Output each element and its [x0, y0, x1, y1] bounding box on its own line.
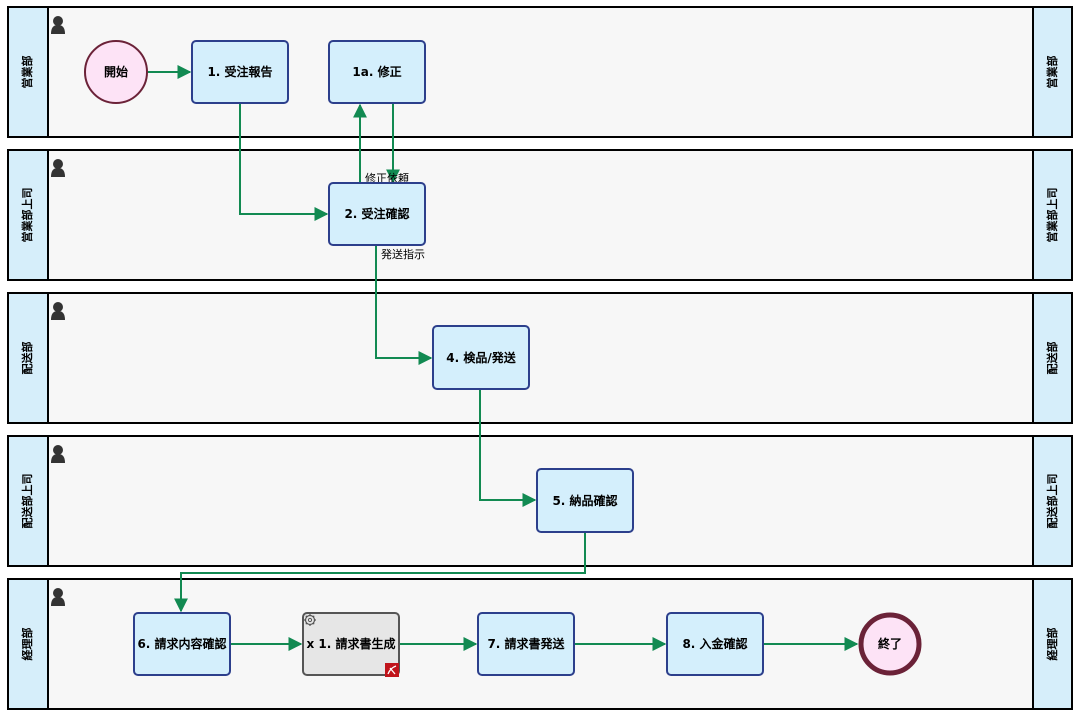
task-1-order-report[interactable]: [191, 40, 289, 104]
person-icon: [51, 588, 65, 606]
task-1-label: 1. 受注報告: [207, 64, 272, 79]
task-2-order-confirm[interactable]: [328, 182, 426, 246]
task-4-inspect-ship[interactable]: [432, 325, 530, 390]
task-5-label: 5. 納品確認: [552, 493, 617, 508]
lane-label-left: 配送部: [20, 342, 34, 375]
lane-eigyo-boss: 営業部上司 営業部上司: [7, 149, 1073, 281]
service-task-x1-label: x 1. 請求書生成: [306, 636, 395, 651]
task-6-label: 6. 請求内容確認: [137, 636, 226, 651]
person-icon: [51, 16, 65, 34]
task-2-label: 2. 受注確認: [344, 206, 409, 221]
person-icon: [51, 159, 65, 177]
lane-label-left: 配送部上司: [20, 474, 34, 529]
lane-header-right: [1032, 578, 1073, 710]
task-1a-label: 1a. 修正: [352, 64, 401, 79]
lane-label-right: 配送部上司: [1045, 474, 1059, 529]
gear-icon: [304, 614, 316, 626]
flow-task1-to-task2: [239, 104, 329, 221]
flow-task2-to-task4: [375, 246, 433, 365]
flow-task4-to-task5: [479, 390, 537, 507]
edge-label-revision: 修正依頼: [365, 171, 409, 185]
task-7-invoice-send[interactable]: [477, 612, 575, 676]
person-icon: [51, 445, 65, 463]
task-7-label: 7. 請求書発送: [487, 636, 565, 651]
end-event-label: 終了: [878, 636, 902, 651]
person-icon: [51, 302, 65, 320]
lane-label-left: 営業部: [20, 56, 34, 89]
lane-header-right: [1032, 435, 1073, 567]
lane-header-left: [7, 578, 49, 710]
start-event[interactable]: [84, 40, 148, 104]
edge-label-ship: 発送指示: [381, 247, 425, 261]
lane-header-left: [7, 6, 49, 138]
task-8-payment-confirm[interactable]: [666, 612, 764, 676]
flow-task5-to-task6: [174, 533, 586, 613]
lane-label-right: 配送部: [1045, 342, 1059, 375]
lane-label-right: 経理部: [1045, 628, 1059, 661]
lane-label-left: 経理部: [20, 628, 34, 661]
task-1a-revise[interactable]: [328, 40, 426, 104]
lane-header-left: [7, 149, 49, 281]
lane-label-left: 営業部上司: [20, 188, 34, 243]
lane-haiso: 配送部 配送部: [7, 292, 1073, 424]
lane-label-right: 営業部: [1045, 56, 1059, 89]
lane-header-left: [7, 292, 49, 424]
task-5-delivery-confirm[interactable]: [536, 468, 634, 533]
pdf-icon: [385, 663, 399, 677]
lane-header-right: [1032, 292, 1073, 424]
lane-label-right: 営業部上司: [1045, 188, 1059, 243]
lane-header-left: [7, 435, 49, 567]
end-event[interactable]: [858, 612, 922, 676]
task-6-invoice-review[interactable]: [133, 612, 231, 676]
lane-header-right: [1032, 149, 1073, 281]
lane-header-right: [1032, 6, 1073, 138]
service-task-x1-invoice-generate[interactable]: [302, 612, 400, 676]
task-4-label: 4. 検品/発送: [446, 350, 516, 365]
task-8-label: 8. 入金確認: [682, 636, 747, 651]
start-event-label: 開始: [104, 64, 128, 79]
